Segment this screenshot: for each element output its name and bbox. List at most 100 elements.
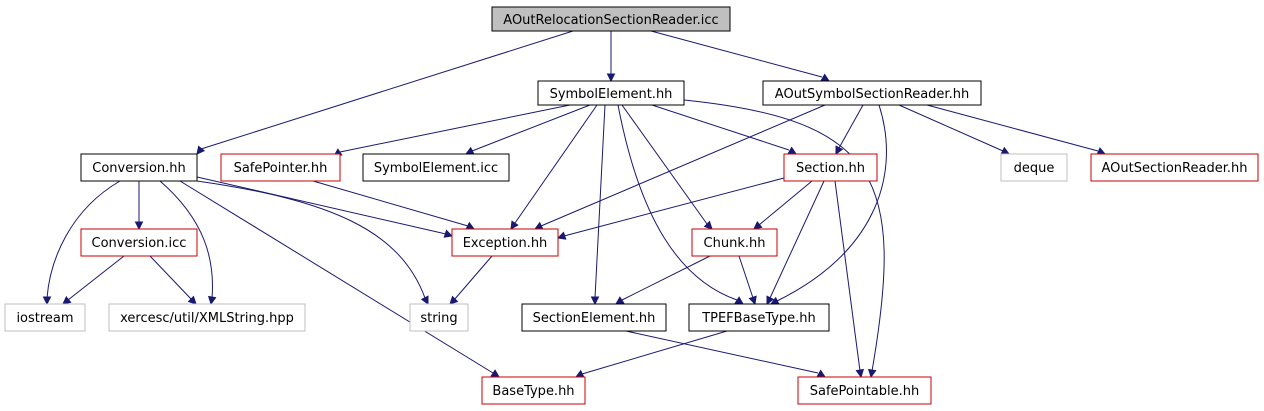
arrowhead [816,369,826,378]
node-deque[interactable]: deque [1000,153,1068,182]
arrowhead [62,295,72,305]
node-safepointable-hh[interactable]: SafePointable.hh [797,376,932,405]
node-conversion-hh[interactable]: Conversion.hh [80,153,198,182]
node-symbolelement-hh[interactable]: SymbolElement.hh [537,80,685,106]
edge-aoutsymbol-to-tpefbasetype [770,104,887,305]
node-label: AOutRelocationSectionReader.icc [503,13,718,28]
edge-exception-to-string [449,255,493,305]
arrowhead [420,295,429,305]
node-label: TPEFBaseType.hh [701,311,816,326]
edge-aoutsymbol-to-section [835,104,864,155]
arrowhead [753,220,763,230]
node-label: Conversion.hh [92,161,186,176]
edge-symbolelement-to-section [651,104,797,155]
edge-conversion-to-conversionicc [134,181,144,231]
node-tpefbasetype-hh[interactable]: TPEFBaseType.hh [688,303,830,332]
edge-symbolelement-to-exception [510,104,598,230]
edge-section-to-exception [556,177,785,240]
node-label: Conversion.icc [92,236,187,251]
edge-symbolelement-to-chunk [621,104,713,230]
arrowhead [575,369,585,378]
edge-conversion-to-string [196,180,429,305]
arrowhead [1000,146,1010,155]
node-label: AOutSectionReader.hh [1102,161,1248,176]
node-section-hh[interactable]: Section.hh [783,153,878,182]
node-label: SymbolElement.icc [374,161,498,176]
arrowhead [766,295,775,305]
arrowhead [42,296,52,306]
node-label: SectionElement.hh [533,311,656,326]
dependency-nodes: AOutRelocationSectionReader.icc SymbolEl… [4,6,1259,405]
edge-conversionicc-to-iostream [62,255,125,305]
node-label: Chunk.hh [704,236,766,251]
edge-conversion-to-exception [196,176,454,238]
edge-conversionicc-to-xmlstring [149,255,197,305]
node-label: SafePointable.hh [810,384,920,399]
arrowhead [134,221,144,231]
arrowhead [510,220,519,230]
arrowhead [855,368,865,379]
node-label: string [420,311,457,326]
arrowhead [1096,147,1107,156]
node-chunk-hh[interactable]: Chunk.hh [691,228,778,257]
edge-conversion-to-xmlstring [159,180,217,306]
arrowhead [207,295,217,306]
node-exception-hh[interactable]: Exception.hh [451,228,559,257]
arrowhead [534,221,544,230]
node-safepointer-hh[interactable]: SafePointer.hh [220,153,341,182]
arrowhead [443,229,454,238]
node-label: deque [1014,161,1055,176]
node-aoutsectionreader-hh[interactable]: AOutSectionReader.hh [1090,153,1259,182]
edge-conversion-to-basetype [179,180,500,378]
arrowhead [187,295,197,305]
node-xmlstring-hpp[interactable]: xercesc/util/XMLString.hpp [108,303,306,332]
arrowhead [787,146,797,155]
node-basetype-hh[interactable]: BaseType.hh [481,376,586,405]
node-symbolelement-icc[interactable]: SymbolElement.icc [362,153,510,182]
arrowhead [590,296,600,306]
edge-symbolelement-to-symbolelementicc [465,104,591,155]
edge-conversion-to-iostream [42,180,121,306]
arrowhead [465,221,475,230]
arrowhead [703,220,713,230]
node-conversion-icc[interactable]: Conversion.icc [80,228,198,257]
node-iostream[interactable]: iostream [4,303,86,332]
arrowhead [449,295,459,305]
node-label: Exception.hh [463,236,548,251]
edge-chunk-to-sectionelement [615,255,711,305]
edge-symbolelement-to-tpefbasetype [617,104,744,305]
node-label: BaseType.hh [492,384,574,399]
edge-tpefbasetype-to-basetype [575,330,728,378]
arrowhead [867,368,877,379]
edge-aoutsymbol-to-exception [534,104,826,230]
node-label: AOutSymbolSectionReader.hh [775,87,969,102]
edge-symbolelement-to-sectionelement [590,104,606,306]
node-aoutsymbolsectionreader-hh[interactable]: AOutSymbolSectionReader.hh [762,80,982,106]
arrowhead [490,369,500,378]
node-sectionelement-hh[interactable]: SectionElement.hh [521,303,667,332]
node-string[interactable]: string [409,303,469,332]
edge-symbolelement-to-safepointer [333,104,571,157]
edge-section-to-chunk [753,180,813,230]
node-aoutrelocationsectionreader-icc: AOutRelocationSectionReader.icc [491,6,731,32]
edge-root-to-conversion [196,30,574,155]
edge-chunk-to-tpefbasetype [738,255,757,306]
arrowhead [556,231,567,240]
edge-section-to-tpefbasetype [766,180,825,305]
edge-sectionelement-to-safepointable [625,330,826,378]
arrowhead [835,145,844,155]
arrowhead [465,146,475,155]
node-label: xercesc/util/XMLString.hpp [120,311,294,326]
node-label: iostream [16,311,73,326]
edge-root-to-symbolelement [606,31,616,83]
arrowhead [606,73,616,83]
node-label: SymbolElement.hh [550,87,673,102]
edge-root-to-aoutsymbolsectionreader [650,30,830,82]
arrowhead [820,73,830,82]
node-label: SafePointer.hh [234,161,328,176]
arrowhead [748,295,757,306]
arrowhead [196,145,206,155]
arrowhead [734,296,744,305]
arrowhead [615,296,625,305]
